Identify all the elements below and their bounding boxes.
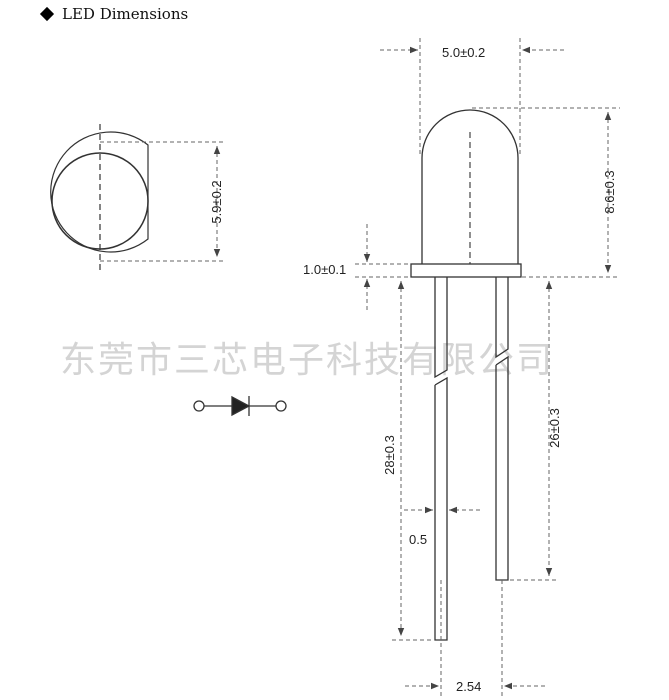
diode-symbol-icon — [193, 395, 287, 417]
short-lead-lower — [495, 355, 509, 581]
side-view — [410, 109, 522, 641]
header: LED Dimensions — [38, 4, 188, 24]
flange-thickness-dim — [355, 224, 410, 310]
top-view — [50, 124, 149, 272]
lens-width-dim — [380, 38, 564, 156]
flange-thickness-label: 1.0±0.1 — [303, 262, 346, 277]
short-lead-dim — [510, 281, 558, 581]
lead-spacing-label: 2.54 — [456, 679, 481, 694]
lens-body — [421, 109, 519, 264]
flange-outline — [50, 131, 149, 253]
flange-diameter-label: 5.9±0.2 — [209, 180, 224, 223]
flange — [410, 263, 522, 278]
short-lead-upper — [495, 277, 509, 359]
flange-dim — [100, 141, 226, 262]
page-title: LED Dimensions — [62, 5, 189, 23]
long-lead-upper — [434, 277, 448, 379]
lens-width-label: 5.0±0.2 — [442, 45, 485, 60]
lead-spacing-dim — [405, 580, 545, 696]
lens-height-dim — [472, 107, 620, 278]
watermark-text: 东莞市三芯电子科技有限公司 — [60, 340, 554, 381]
lens-height-label: 8.6±0.3 — [602, 170, 617, 213]
lead-width-label: 0.5 — [409, 532, 427, 547]
long-lead-dim — [392, 281, 434, 641]
long-lead-length-label: 28±0.3 — [382, 435, 397, 475]
short-lead-length-label: 26±0.3 — [547, 408, 562, 448]
long-lead-lower — [434, 376, 448, 641]
